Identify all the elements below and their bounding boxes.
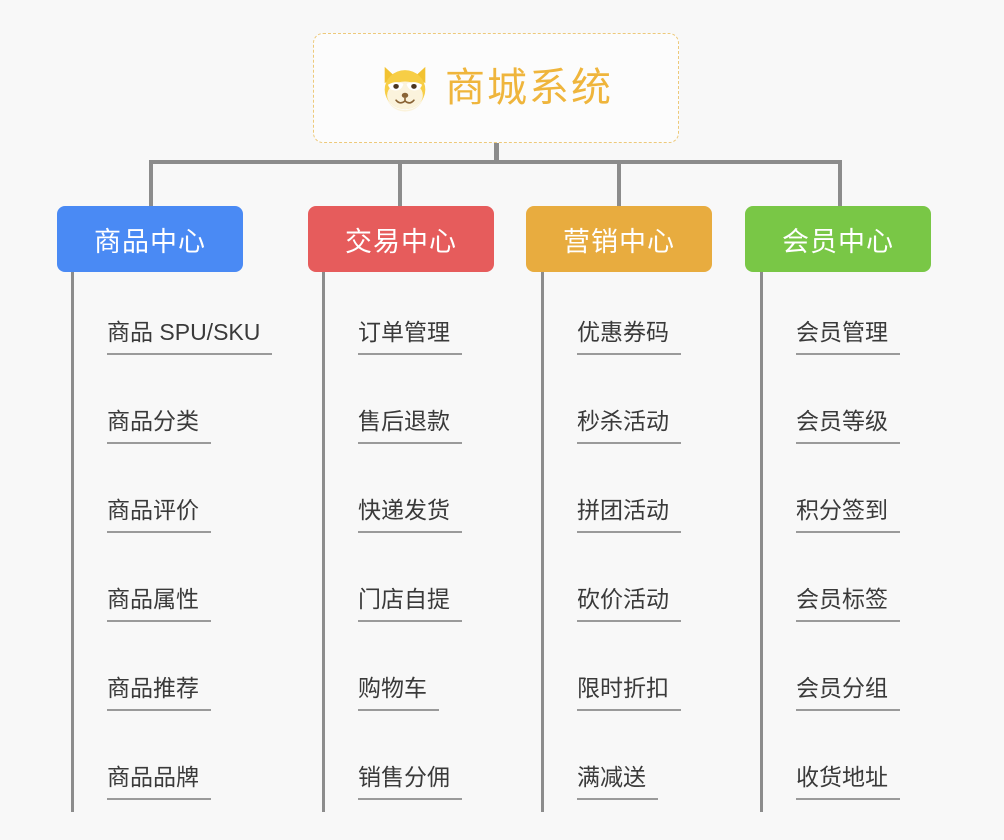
leaf-item-member-0[interactable]: 会员管理: [760, 272, 960, 361]
leaf-label: 会员等级: [796, 408, 900, 444]
connector-drop-member: [838, 160, 842, 206]
category-header-trade[interactable]: 交易中心: [308, 206, 494, 272]
leaf-spine-marketing: [541, 272, 544, 812]
leaf-item-product-3[interactable]: 商品属性: [71, 539, 291, 628]
leaf-item-trade-2[interactable]: 快递发货: [322, 450, 522, 539]
leaf-column-trade: 订单管理 售后退款 快递发货 门店自提 购物车 销售分佣: [322, 272, 522, 812]
leaf-item-member-3[interactable]: 会员标签: [760, 539, 960, 628]
leaf-spine-member: [760, 272, 763, 812]
category-label-member: 会员中心: [782, 226, 894, 257]
leaf-label: 秒杀活动: [577, 408, 681, 444]
category-label-trade: 交易中心: [345, 226, 457, 257]
connector-drop-marketing: [617, 160, 621, 206]
leaf-item-product-5[interactable]: 商品品牌: [71, 717, 291, 806]
leaf-label: 拼团活动: [577, 497, 681, 533]
category-header-product[interactable]: 商品中心: [57, 206, 243, 272]
leaf-label: 门店自提: [358, 586, 462, 622]
leaf-item-marketing-0[interactable]: 优惠券码: [541, 272, 741, 361]
leaf-label: 砍价活动: [577, 586, 681, 622]
leaf-label: 积分签到: [796, 497, 900, 533]
category-header-marketing[interactable]: 营销中心: [526, 206, 712, 272]
leaf-item-marketing-5[interactable]: 满减送: [541, 717, 741, 806]
leaf-item-trade-3[interactable]: 门店自提: [322, 539, 522, 628]
leaf-item-marketing-1[interactable]: 秒杀活动: [541, 361, 741, 450]
leaf-label: 销售分佣: [358, 764, 462, 800]
leaf-item-trade-5[interactable]: 销售分佣: [322, 717, 522, 806]
leaf-item-trade-4[interactable]: 购物车: [322, 628, 522, 717]
category-header-member[interactable]: 会员中心: [745, 206, 931, 272]
leaf-label: 商品推荐: [107, 675, 211, 711]
leaf-label: 商品品牌: [107, 764, 211, 800]
leaf-item-member-4[interactable]: 会员分组: [760, 628, 960, 717]
leaf-label: 商品 SPU/SKU: [107, 319, 273, 355]
leaf-spine-trade: [322, 272, 325, 812]
leaf-item-marketing-4[interactable]: 限时折扣: [541, 628, 741, 717]
leaf-label: 满减送: [577, 764, 658, 800]
connector-root-stem: [494, 143, 499, 164]
leaf-item-member-5[interactable]: 收货地址: [760, 717, 960, 806]
leaf-label: 会员分组: [796, 675, 900, 711]
leaf-label: 商品分类: [107, 408, 211, 444]
leaf-item-product-4[interactable]: 商品推荐: [71, 628, 291, 717]
leaf-label: 售后退款: [358, 408, 462, 444]
connector-drop-trade: [398, 160, 402, 206]
leaf-item-trade-0[interactable]: 订单管理: [322, 272, 522, 361]
leaf-label: 优惠券码: [577, 319, 681, 355]
root-title: 商城系统: [445, 66, 613, 110]
connector-drop-product: [149, 160, 153, 206]
leaf-item-member-2[interactable]: 积分签到: [760, 450, 960, 539]
leaf-column-product: 商品 SPU/SKU 商品分类 商品评价 商品属性 商品推荐 商品品牌: [71, 272, 291, 812]
leaf-label: 商品属性: [107, 586, 211, 622]
root-node-shop-system[interactable]: 商城系统: [313, 33, 679, 143]
leaf-item-product-2[interactable]: 商品评价: [71, 450, 291, 539]
leaf-column-member: 会员管理 会员等级 积分签到 会员标签 会员分组 收货地址: [760, 272, 960, 812]
leaf-label: 快递发货: [358, 497, 462, 533]
leaf-spine-product: [71, 272, 74, 812]
leaf-item-member-1[interactable]: 会员等级: [760, 361, 960, 450]
connector-horizontal-bus: [149, 160, 842, 164]
leaf-item-marketing-2[interactable]: 拼团活动: [541, 450, 741, 539]
category-label-product: 商品中心: [94, 226, 206, 257]
leaf-label: 订单管理: [358, 319, 462, 355]
leaf-label: 会员标签: [796, 586, 900, 622]
shiba-dog-face-icon: [384, 66, 426, 112]
leaf-label: 限时折扣: [577, 675, 681, 711]
leaf-label: 商品评价: [107, 497, 211, 533]
leaf-item-product-0[interactable]: 商品 SPU/SKU: [71, 272, 291, 361]
leaf-column-marketing: 优惠券码 秒杀活动 拼团活动 砍价活动 限时折扣 满减送: [541, 272, 741, 812]
category-label-marketing: 营销中心: [563, 226, 675, 257]
leaf-item-trade-1[interactable]: 售后退款: [322, 361, 522, 450]
leaf-label: 购物车: [358, 675, 439, 711]
leaf-label: 会员管理: [796, 319, 900, 355]
leaf-item-marketing-3[interactable]: 砍价活动: [541, 539, 741, 628]
leaf-item-product-1[interactable]: 商品分类: [71, 361, 291, 450]
leaf-label: 收货地址: [796, 764, 900, 800]
